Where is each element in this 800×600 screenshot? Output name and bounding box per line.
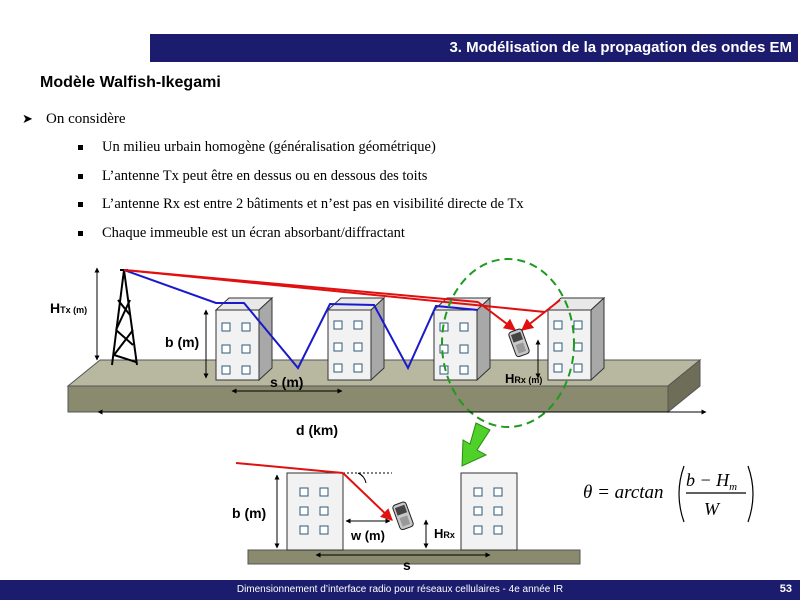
zoom-circle	[441, 258, 575, 428]
slide-subtitle: Modèle Walfish-Ikegami	[40, 74, 221, 91]
detail-ground	[247, 549, 581, 565]
main-bullet-text: On considère	[46, 111, 126, 127]
w-label: w (m)	[350, 528, 385, 543]
formula-numerator: b − Hm	[686, 470, 737, 493]
tx-antenna-tower-icon	[111, 269, 138, 366]
section-title: 3. Modélisation de la propagation des on…	[449, 39, 792, 56]
detail-red-ray-diffracted	[342, 472, 393, 521]
building-4	[546, 296, 606, 382]
blue-ray	[123, 269, 479, 371]
square-bullet-icon	[78, 173, 83, 179]
formula-denominator: W	[704, 499, 721, 519]
building-2	[326, 296, 386, 382]
square-bullet-icon	[78, 230, 83, 236]
theta-formula: θ = arctan b − Hm W	[583, 465, 754, 523]
htx-label: HTx (m)	[50, 300, 87, 316]
slide-header: 3. Modélisation de la propagation des on…	[150, 34, 798, 62]
formula-lhs: θ = arctan	[583, 482, 664, 503]
s-detail-label: s	[403, 557, 411, 573]
square-bullet-icon	[78, 202, 83, 207]
mobile-phone-icon-detail	[392, 501, 414, 531]
square-bullet-icon	[78, 145, 83, 150]
detail-red-ray-in	[235, 462, 344, 474]
footer-text: Dimensionnement d’interface radio pour r…	[236, 584, 564, 595]
mobile-phone-icon	[508, 328, 530, 358]
zoom-arrow-icon	[461, 422, 491, 467]
page-number: 53	[779, 583, 792, 595]
b-label: b (m)	[165, 334, 199, 350]
detail-building-right	[460, 472, 518, 551]
red-ray-reflected	[521, 299, 561, 331]
b-detail-label: b (m)	[232, 505, 266, 521]
detail-building-left	[286, 472, 344, 551]
slide-footer: Dimensionnement d’interface radio pour r…	[0, 580, 800, 600]
d-label: d (km)	[296, 422, 338, 438]
red-ray-2	[123, 269, 546, 313]
arrow-bullet-icon: ➤	[22, 111, 33, 126]
hrx-detail-label: HRx	[434, 526, 455, 541]
building-1	[214, 296, 274, 382]
angle-arc	[357, 472, 367, 484]
s-label: s (m)	[270, 374, 303, 390]
hrx-label: HRx (m)	[505, 371, 542, 386]
